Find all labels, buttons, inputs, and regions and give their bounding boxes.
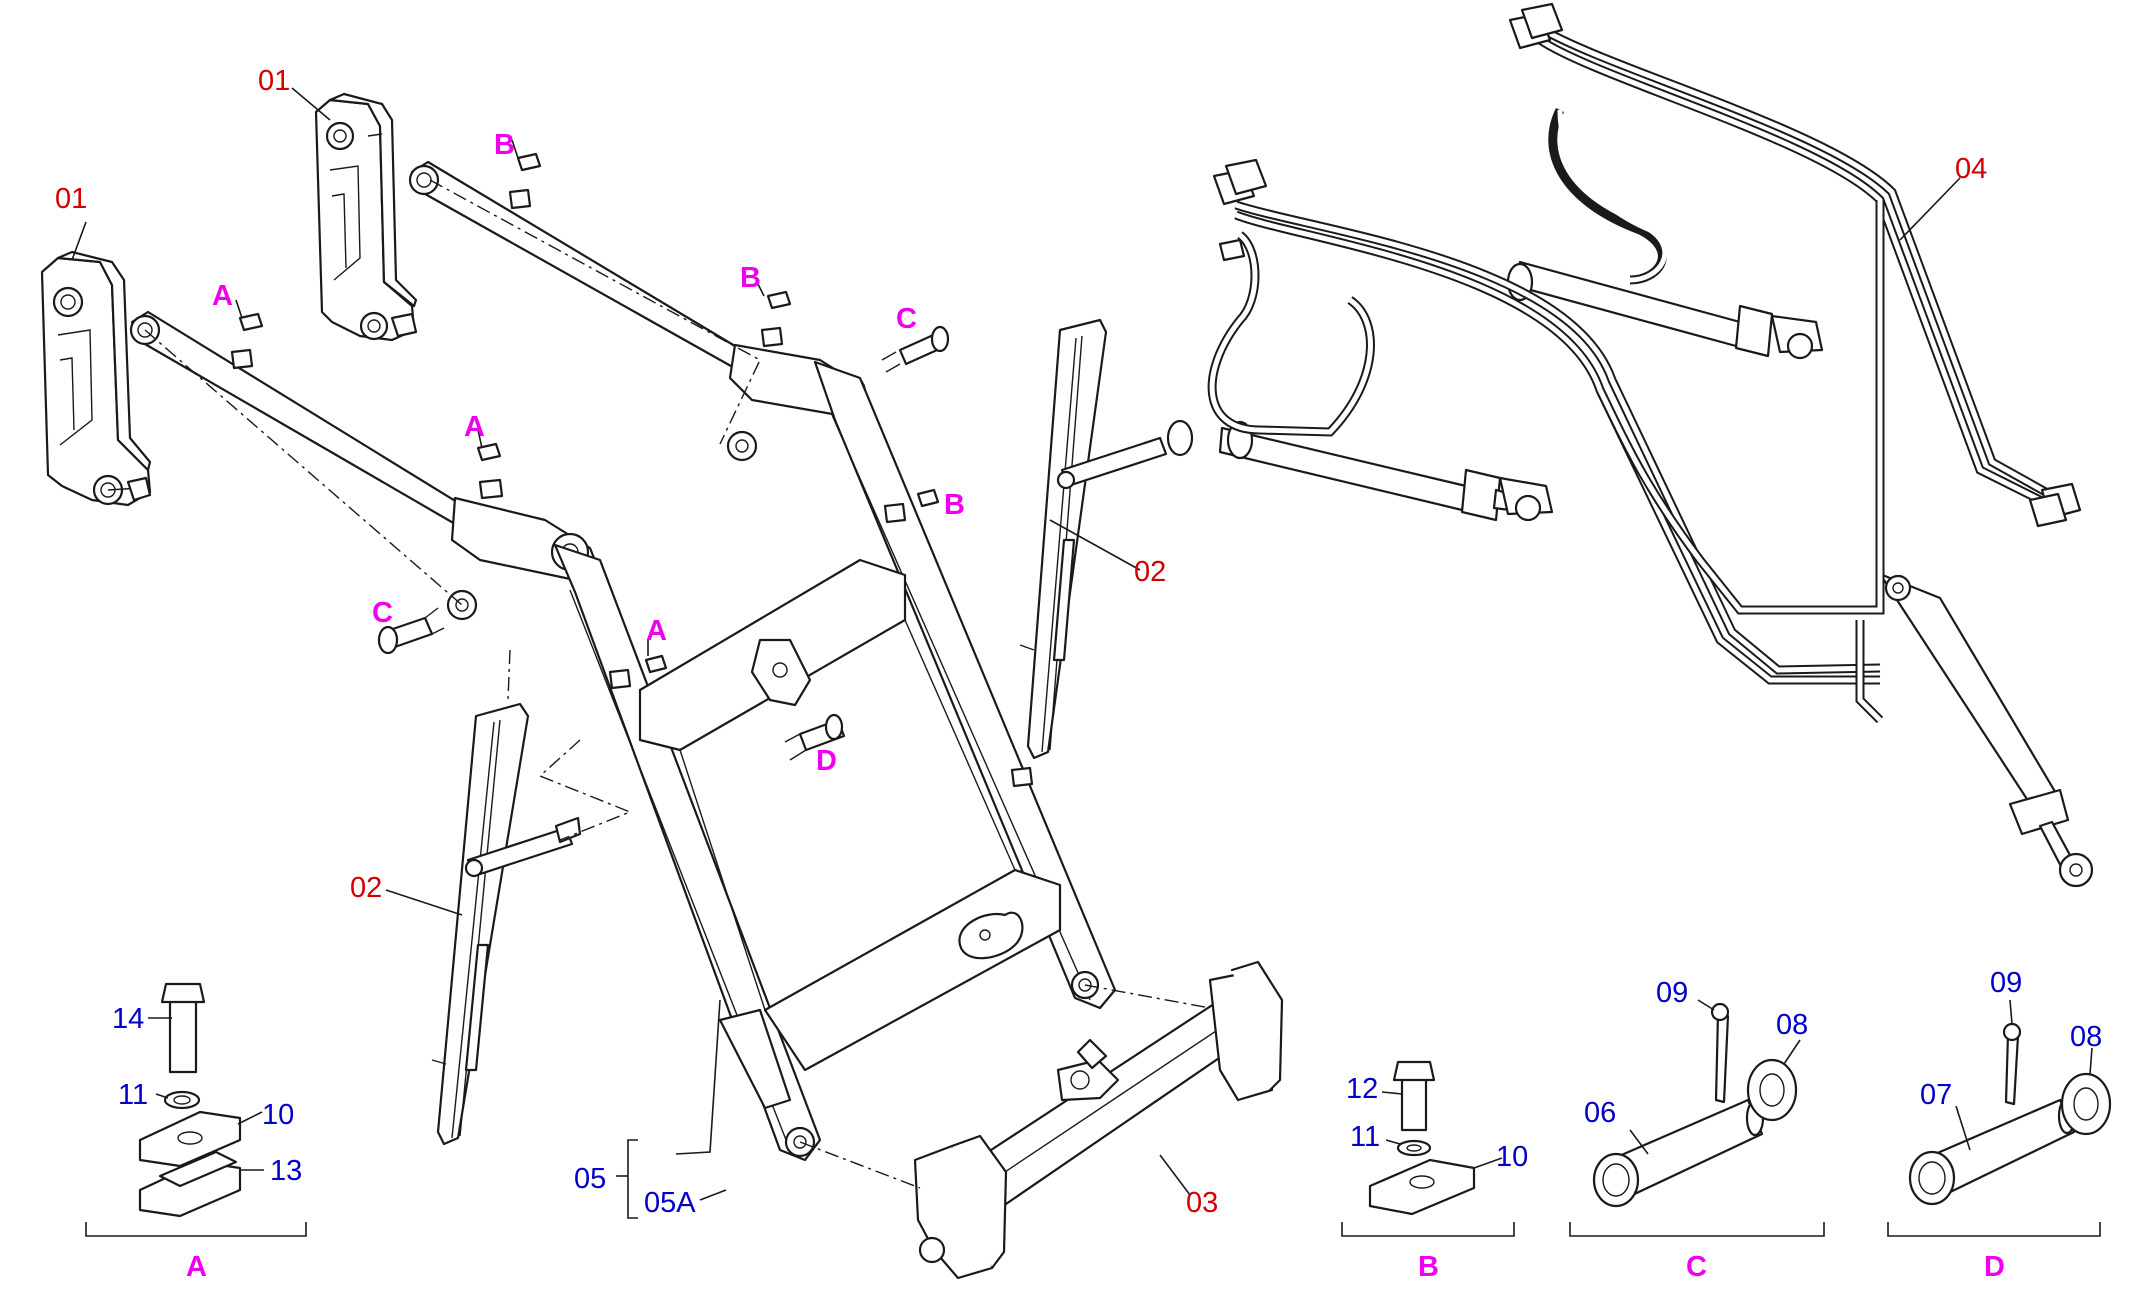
callout-B-3: B [944, 489, 965, 521]
pin-D [784, 713, 846, 761]
label-14: 14 [112, 1003, 144, 1035]
callout-B-2: B [740, 262, 761, 294]
label-01-left: 01 [55, 183, 87, 215]
label-02-left: 02 [350, 872, 382, 904]
label-01-upper: 01 [258, 65, 290, 97]
callout-A-1: A [212, 280, 233, 312]
support-stand-02-right [1019, 318, 1194, 760]
label-07: 07 [1920, 1079, 1952, 1111]
detail-label-A: A [186, 1251, 207, 1283]
loader-frame-crossmembers [638, 558, 1062, 1072]
label-06: 06 [1584, 1097, 1616, 1129]
label-02-right: 02 [1134, 556, 1166, 588]
pin-C-left [377, 607, 445, 655]
loader-arm-right [408, 160, 1117, 1010]
callout-A-2: A [464, 411, 485, 443]
label-12: 12 [1346, 1073, 1378, 1105]
label-10-B: 10 [1496, 1141, 1528, 1173]
label-09-C: 09 [1656, 977, 1688, 1009]
label-08-D: 08 [2070, 1021, 2102, 1053]
detail-label-B: B [1418, 1251, 1439, 1283]
center-lines [144, 179, 1211, 1189]
label-03: 03 [1186, 1187, 1218, 1219]
label-10-A: 10 [262, 1099, 294, 1131]
clamp-pads [230, 152, 1034, 788]
label-13: 13 [270, 1155, 302, 1187]
label-11-B: 11 [1350, 1121, 1380, 1153]
callout-C-1: C [896, 303, 917, 335]
support-stand-02-left [431, 702, 582, 1146]
leader-lines [71, 87, 2093, 1201]
label-09-D: 09 [1990, 967, 2022, 999]
detail-D-pin [1908, 1022, 2112, 1206]
detail-C-pin [1592, 1002, 1798, 1208]
label-04: 04 [1955, 153, 1987, 185]
detail-label-D: D [1984, 1251, 2005, 1283]
bracket-plate-01-upper [314, 92, 418, 342]
label-08-C: 08 [1776, 1009, 1808, 1041]
detail-A-hardware [138, 982, 242, 1218]
cross-tube-03 [913, 960, 1284, 1280]
callout-B-1: B [494, 129, 515, 161]
loader-arm-left [129, 310, 822, 1162]
callout-C-2: C [372, 597, 393, 629]
bracket-plate-01-left [40, 250, 152, 507]
label-11-A: 11 [118, 1079, 148, 1111]
label-05A: 05A [644, 1187, 696, 1219]
detail-B-hardware [1368, 1060, 1476, 1216]
label-05: 05 [574, 1163, 606, 1195]
callout-A-3: A [646, 615, 667, 647]
hydraulic-system-04 [1207, 2, 2094, 888]
grouping-brackets [85, 1139, 2101, 1237]
detail-label-C: C [1686, 1251, 1707, 1283]
pin-C-right [881, 325, 950, 373]
callout-D-1: D [816, 745, 837, 777]
